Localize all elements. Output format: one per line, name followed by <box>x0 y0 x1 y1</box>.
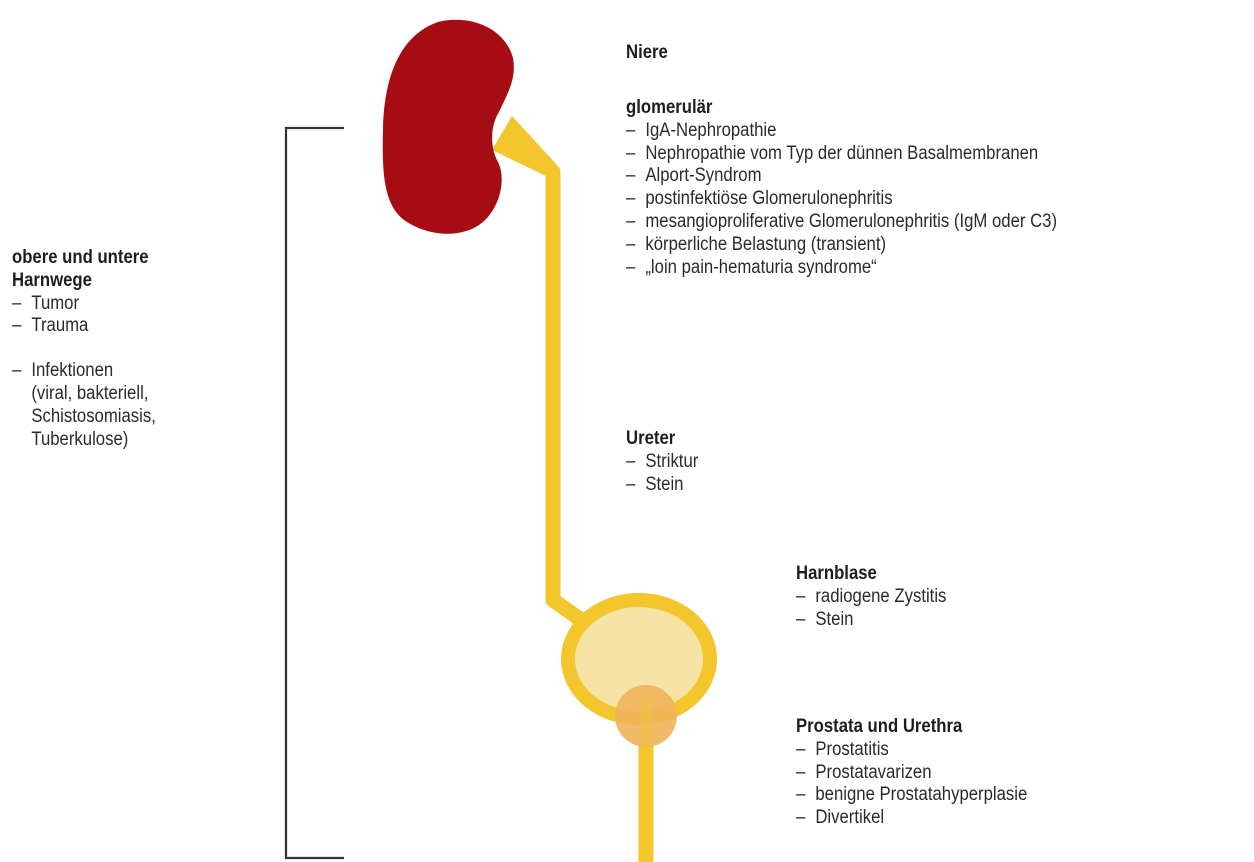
bladder-heading: Harnblase <box>796 563 946 586</box>
list-item: Stein <box>796 609 946 632</box>
list-item: Prostatavarizen <box>796 762 1027 785</box>
list-item-detail: Tuberkulose) <box>12 429 156 452</box>
list-item: „loin pain-hematuria syndrome“ <box>626 257 1057 280</box>
list-item: körperliche Belastung (transient) <box>626 234 1057 257</box>
list-item: radiogene Zystitis <box>796 586 946 609</box>
urinary-tract-heading-line1: obere und untere <box>12 247 156 270</box>
glomerular-section: glomerulär IgA-Nephropathie Nephropathie… <box>626 97 1057 279</box>
list-item: Trauma <box>12 315 156 338</box>
list-item-detail: (viral, bakteriell, <box>12 383 156 406</box>
glomerular-heading: glomerulär <box>626 97 1057 120</box>
list-item: Striktur <box>626 451 698 474</box>
list-item: postinfektiöse Glomerulonephritis <box>626 188 1057 211</box>
list-item: Stein <box>626 474 698 497</box>
ureter-list: Striktur Stein <box>626 451 698 497</box>
urinary-tract-section: obere und untere Harnwege Tumor Trauma I… <box>12 247 156 451</box>
urinary-tract-list: Tumor Trauma Infektionen (viral, bakteri… <box>12 293 156 452</box>
kidney-heading: Niere <box>626 42 668 65</box>
list-item: Prostatitis <box>796 739 1027 762</box>
ureter-section: Ureter Striktur Stein <box>626 428 698 496</box>
ureter <box>509 126 584 622</box>
list-item: Nephropathie vom Typ der dünnen Basalmem… <box>626 143 1057 166</box>
list-item: Tumor <box>12 293 156 316</box>
kidney-section: Niere <box>626 42 668 65</box>
list-item: Infektionen <box>12 360 156 383</box>
list-item-detail: Schistosomiasis, <box>12 406 156 429</box>
prostate-list: Prostatitis Prostatavarizen benigne Pros… <box>796 739 1027 830</box>
list-item: IgA-Nephropathie <box>626 120 1057 143</box>
glomerular-list: IgA-Nephropathie Nephropathie vom Typ de… <box>626 120 1057 280</box>
list-item: benigne Prostatahyperplasie <box>796 784 1027 807</box>
ureter-heading: Ureter <box>626 428 698 451</box>
bladder-section: Harnblase radiogene Zystitis Stein <box>796 563 946 631</box>
list-item: mesangioproliferative Glomerulonephritis… <box>626 211 1057 234</box>
urinary-tract-heading-line2: Harnwege <box>12 270 156 293</box>
prostate-section: Prostata und Urethra Prostatitis Prostat… <box>796 716 1027 830</box>
prostate-heading: Prostata und Urethra <box>796 716 1027 739</box>
list-item: Divertikel <box>796 807 1027 830</box>
list-item: Alport-Syndrom <box>626 165 1057 188</box>
bladder-list: radiogene Zystitis Stein <box>796 586 946 632</box>
urinary-tract-bracket <box>286 128 344 858</box>
kidney <box>383 20 514 234</box>
renal-pelvis <box>492 116 557 177</box>
